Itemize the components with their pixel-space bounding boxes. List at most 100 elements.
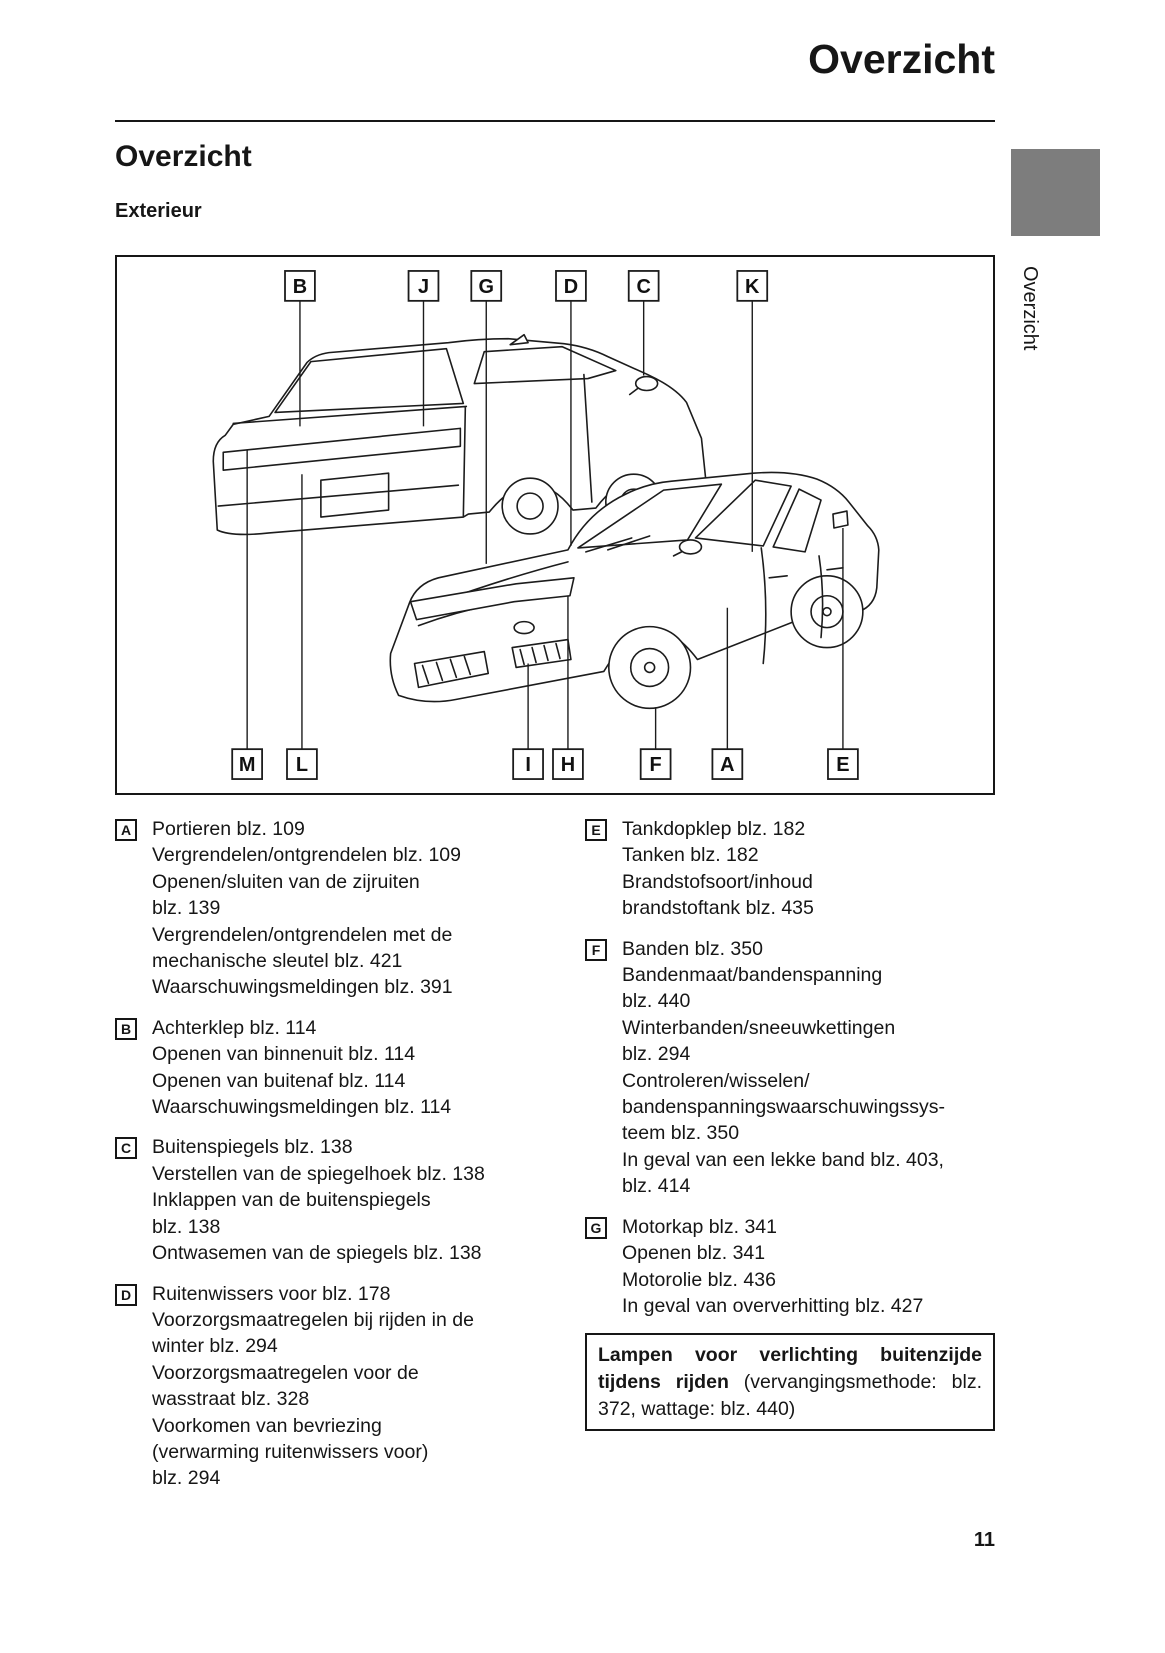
legend-line: Motorolie blz. 436 bbox=[622, 1268, 776, 1291]
legend-item-d: D Ruitenwissers voor blz. 178 Voorzorgsm… bbox=[115, 1281, 585, 1492]
chapter-tab-marker bbox=[1011, 149, 1100, 236]
legend-lines: Buitenspiegels blz. 138 Verstellen van d… bbox=[152, 1134, 485, 1266]
rear-window bbox=[274, 347, 465, 414]
legend-line: Ruitenwissers voor blz. 178 bbox=[152, 1282, 391, 1305]
rear-door-line bbox=[818, 555, 824, 639]
legend-line: blz. 294 bbox=[152, 1467, 221, 1490]
front-car-illustration bbox=[389, 471, 880, 710]
fuel-door bbox=[832, 510, 849, 529]
legend-lines: Motorkap blz. 341 Openen blz. 341 Motoro… bbox=[622, 1214, 923, 1320]
legend-line: Ontwasemen van de spiegels blz. 138 bbox=[152, 1242, 482, 1265]
front-door-line bbox=[760, 547, 767, 665]
legend-line: Waarschuwingsmeldingen blz. 391 bbox=[152, 976, 453, 999]
legend-line: teem blz. 350 bbox=[622, 1122, 740, 1145]
legend-line: Openen/sluiten van de zijruiten bbox=[152, 870, 420, 893]
rear-car-mirror bbox=[634, 375, 659, 392]
diagram-label-a: A bbox=[711, 748, 744, 780]
diagram-label-d: D bbox=[555, 270, 587, 302]
legend-key-f: F bbox=[585, 938, 607, 961]
roof-antenna-fin bbox=[509, 333, 529, 346]
exterior-diagram: B J G D C K bbox=[115, 255, 995, 795]
lower-grille-left bbox=[413, 650, 490, 689]
legend-item-a: A Portieren blz. 109 Vergrendelen/ontgre… bbox=[115, 816, 585, 1001]
legend-key-d: D bbox=[115, 1283, 137, 1306]
legend-line: Waarschuwingsmeldingen blz. 114 bbox=[152, 1096, 452, 1119]
legend-line: blz. 138 bbox=[152, 1215, 221, 1238]
legend-line: Motorkap blz. 341 bbox=[622, 1215, 778, 1238]
legend-line: Achterklep blz. 114 bbox=[152, 1016, 317, 1039]
license-plate bbox=[320, 472, 390, 518]
legend-line: Buitenspiegels blz. 138 bbox=[152, 1136, 353, 1159]
front-car-front-wheel bbox=[608, 625, 692, 710]
headlight bbox=[409, 577, 575, 621]
rear-quarter-window bbox=[772, 488, 822, 553]
legend-lines: Ruitenwissers voor blz. 178 Voorzorgsmaa… bbox=[152, 1281, 474, 1492]
section-title: Overzicht bbox=[115, 140, 252, 173]
page-number: 11 bbox=[973, 1529, 995, 1551]
legend-key-g: G bbox=[585, 1216, 607, 1239]
header-rule bbox=[115, 120, 995, 122]
diagram-label-a-text: A bbox=[720, 754, 734, 776]
diagram-label-f-text: F bbox=[650, 754, 662, 776]
diagram-label-b-text: B bbox=[293, 276, 307, 298]
door-handles bbox=[768, 567, 844, 579]
legend-item-g: G Motorkap blz. 341 Openen blz. 341 Moto… bbox=[585, 1214, 995, 1320]
diagram-label-h: H bbox=[552, 748, 584, 780]
chapter-side-label: Overzicht bbox=[1019, 266, 1041, 351]
diagram-label-m-text: M bbox=[239, 754, 256, 776]
legend-line: Vergrendelen/ontgrendelen met de bbox=[152, 923, 453, 946]
legend-line: blz. 294 bbox=[622, 1043, 691, 1066]
front-car-mirror bbox=[678, 539, 703, 555]
legend-line: Winterbanden/sneeuwkettingen bbox=[622, 1016, 896, 1039]
legend-line: In geval van oververhitting blz. 427 bbox=[622, 1294, 924, 1317]
diagram-label-l-text: L bbox=[296, 754, 308, 776]
rear-car-door-line bbox=[583, 373, 593, 503]
legend-line: Bandenmaat/bandenspanning bbox=[622, 964, 883, 987]
legend-lines: Portieren blz. 109 Vergrendelen/ontgrend… bbox=[152, 816, 461, 1001]
legend-columns: A Portieren blz. 109 Vergrendelen/ontgre… bbox=[115, 816, 995, 1506]
diagram-label-k-text: K bbox=[745, 276, 760, 298]
diagram-label-g-text: G bbox=[479, 276, 494, 298]
note-text: Lampen voor verlichting buitenzijde tijd… bbox=[598, 1342, 982, 1422]
legend-line: Voorzorgsmaatregelen bij rijden in de bbox=[152, 1308, 474, 1331]
legend-line: blz. 139 bbox=[152, 897, 221, 920]
legend-line: Openen van buitenaf blz. 114 bbox=[152, 1069, 406, 1092]
wiper-lines bbox=[585, 535, 651, 553]
legend-line: Voorkomen van bevriezing bbox=[152, 1414, 382, 1437]
legend-line: (verwarming ruitenwissers voor) bbox=[152, 1440, 429, 1463]
legend-line: Inklappen van de buitenspiegels bbox=[152, 1189, 431, 1212]
rear-car-rear-wheel bbox=[501, 477, 559, 535]
legend-line: Portieren blz. 109 bbox=[152, 818, 305, 840]
rear-car-side-glass bbox=[473, 345, 617, 385]
legend-line: mechanische sleutel blz. 421 bbox=[152, 950, 403, 973]
taillight-band bbox=[222, 427, 462, 472]
legend-line: wasstraat blz. 328 bbox=[152, 1388, 310, 1411]
diagram-label-e-text: E bbox=[836, 754, 849, 776]
diagram-label-m: M bbox=[231, 748, 263, 780]
legend-column-right: E Tankdopklep blz. 182 Tanken blz. 182 B… bbox=[585, 816, 995, 1506]
leader-lines bbox=[246, 300, 844, 750]
exterior-lights-note-box: Lampen voor verlichting buitenzijde tijd… bbox=[585, 1333, 995, 1432]
diagram-label-j: J bbox=[407, 270, 440, 302]
diagram-label-f: F bbox=[639, 748, 672, 780]
windshield bbox=[577, 483, 723, 549]
diagram-label-c: C bbox=[627, 270, 660, 302]
note-text-bold: Lampen voor verlichting buitenzijde tijd… bbox=[598, 1344, 982, 1393]
legend-lines: Banden blz. 350 Bandenmaat/bandenspannin… bbox=[622, 936, 945, 1200]
diagram-label-k: K bbox=[736, 270, 769, 302]
legend-item-f: F Banden blz. 350 Bandenmaat/bandenspann… bbox=[585, 936, 995, 1200]
legend-line: Vergrendelen/ontgrendelen blz. 109 bbox=[152, 844, 461, 867]
legend-line: Banden blz. 350 bbox=[622, 937, 763, 960]
rear-bumper-line bbox=[217, 484, 460, 507]
front-door-window bbox=[694, 479, 792, 547]
legend-line: brandstoftank blz. 435 bbox=[622, 897, 814, 920]
legend-line: Openen blz. 341 bbox=[622, 1242, 766, 1265]
page-header-title: Overzicht bbox=[808, 36, 995, 82]
legend-line: Controleren/wisselen/ bbox=[622, 1069, 810, 1092]
diagram-label-j-text: J bbox=[418, 276, 429, 298]
legend-key-c: C bbox=[115, 1137, 137, 1160]
legend-item-b: B Achterklep blz. 114 Openen van binnenu… bbox=[115, 1015, 585, 1121]
legend-line: Voorzorgsmaatregelen voor de bbox=[152, 1361, 419, 1384]
legend-line: winter blz. 294 bbox=[152, 1335, 278, 1358]
